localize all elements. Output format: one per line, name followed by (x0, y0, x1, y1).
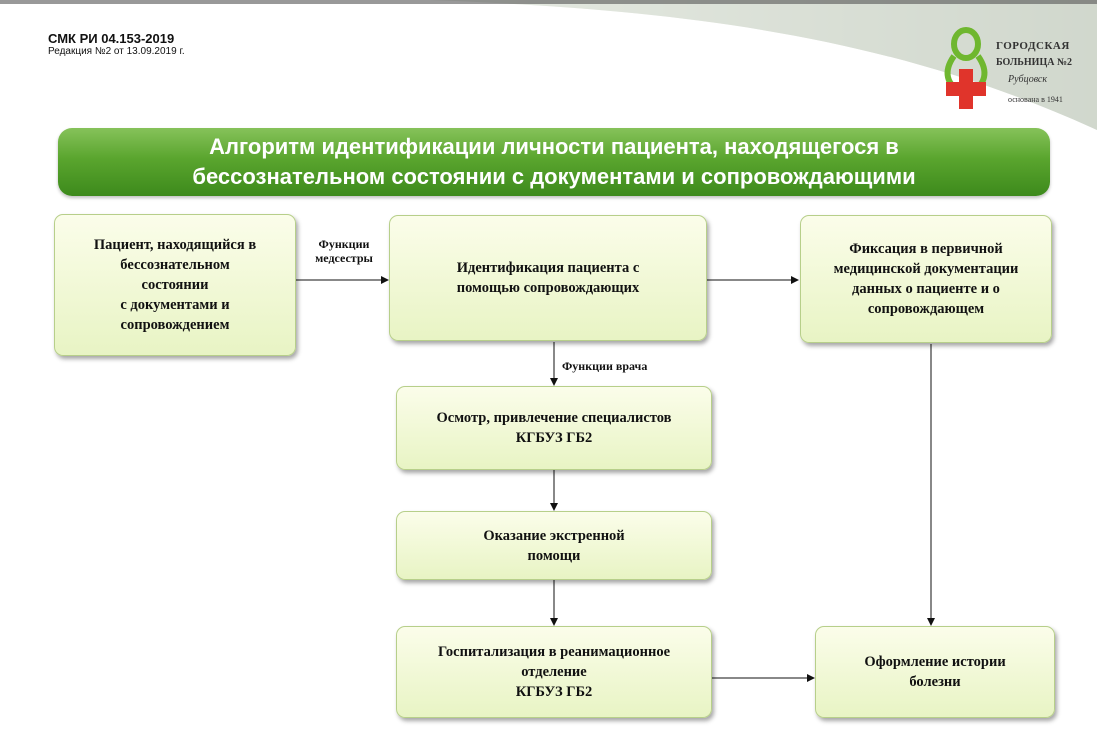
diagram-title: Алгоритм идентификации личности пациента… (192, 134, 916, 189)
logo-line-town: Рубцовск (1008, 74, 1048, 85)
node-fixation: Фиксация в первичной медицинской докумен… (800, 215, 1052, 343)
node-identification: Идентификация пациента с помощью сопрово… (389, 215, 707, 341)
node-patient: Пациент, находящийся в бессознательном с… (54, 214, 296, 356)
node-emergency: Оказание экстренной помощи (396, 511, 712, 580)
hospital-logo: ГОРОДСКАЯ БОЛЬНИЦА №2 Рубцовск основана … (936, 24, 1076, 116)
document-revision: Редакция №2 от 13.09.2019 г. (48, 46, 185, 57)
edge-label-doctor: Функции врача (562, 359, 648, 373)
document-code: СМК РИ 04.153-2019 (48, 31, 175, 46)
node-history: Оформление истории болезни (815, 626, 1055, 718)
title-banner: Алгоритм идентификации личности пациента… (58, 128, 1050, 196)
logo-line-hospital: БОЛЬНИЦА №2 (996, 57, 1072, 68)
node-hospitalization: Госпитализация в реанимационное отделени… (396, 626, 712, 718)
header-swoosh (0, 0, 1097, 130)
logo-line-founded: основана в 1941 (1008, 95, 1063, 104)
edge-label-nurse: Функции медсестры (315, 237, 373, 265)
hospital-logo-icon (944, 27, 988, 109)
logo-line-city: ГОРОДСКАЯ (996, 40, 1070, 52)
node-examination: Осмотр, привлечение специалистов КГБУЗ Г… (396, 386, 712, 470)
